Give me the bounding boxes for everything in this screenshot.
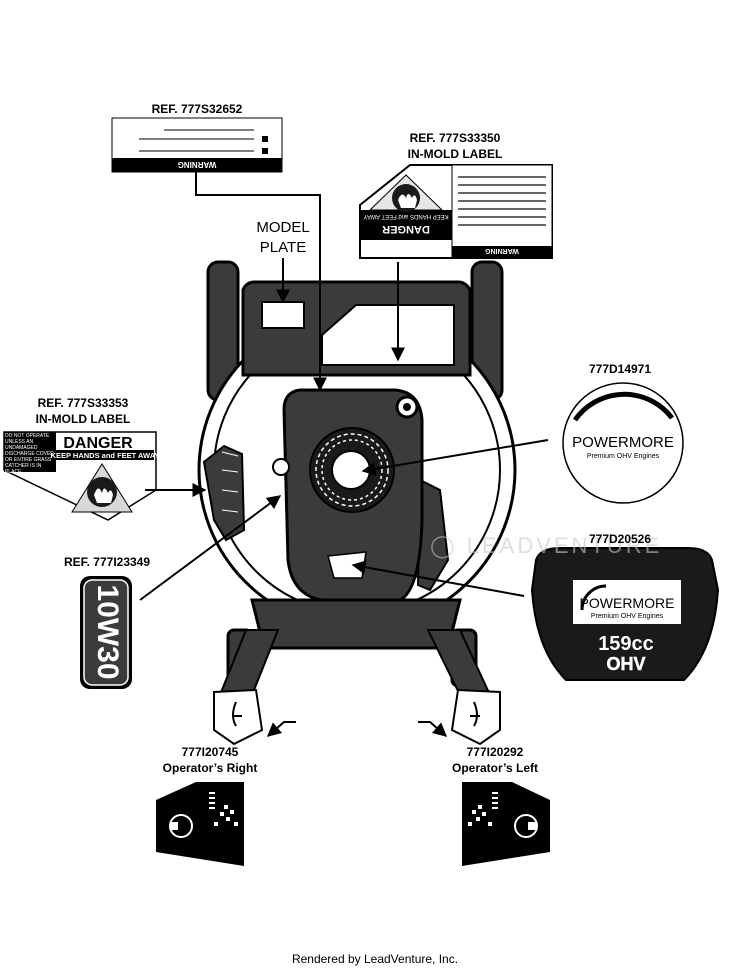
brand-name-shield: POWERMORE	[580, 595, 675, 611]
engine-type: OHV	[606, 654, 645, 674]
warning-decal-777s32652: WARNING	[111, 117, 283, 173]
watermark: ◯ LEADVENTURE	[430, 533, 662, 559]
height-decal-operator-right	[156, 782, 244, 866]
brand-name-round: POWERMORE	[572, 434, 674, 451]
leader-operator-right	[266, 721, 296, 737]
danger-title-33353: DANGER	[63, 435, 133, 452]
leader-warning	[195, 172, 327, 392]
danger-decal-777s33353: DO NOT OPERATE UNLESS AN UNDAMAGED DISCH…	[3, 431, 160, 521]
height-decal-operator-left	[462, 782, 550, 866]
leader-shield-decal	[351, 560, 525, 597]
callout-operator-left: Operator’s Left	[451, 761, 538, 775]
callout-ref-777s33353: REF. 777S33353	[37, 396, 129, 410]
callout-777d20526: 777D20526	[588, 532, 652, 546]
in-mold-label-window	[321, 304, 455, 366]
recoil-starter	[309, 427, 395, 513]
callout-in-mold-33353: IN-MOLD LABEL	[35, 412, 131, 426]
callout-in-mold-33350: IN-MOLD LABEL	[407, 147, 503, 161]
danger-side-text: DO NOT OPERATE UNLESS AN UNDAMAGED DISCH…	[5, 433, 54, 473]
engine-displacement: 159cc	[598, 633, 654, 655]
mower-illustration	[197, 260, 517, 746]
callout-model-plate-1: MODEL	[256, 219, 310, 236]
callout-ref-777i23349: REF. 777I23349	[63, 555, 151, 569]
callout-operator-right: Operator’s Right	[162, 761, 258, 775]
leader-lines	[139, 172, 549, 737]
warning-title-33350: WARNING	[485, 247, 519, 254]
callout-777i20745: 777I20745	[181, 745, 239, 759]
model-plate	[261, 301, 305, 329]
danger-subtitle-33353: KEEP HANDS and FEET AWAY	[51, 451, 160, 460]
primer-bulb	[272, 458, 290, 476]
oil-decal-777i23349: 10W30	[80, 576, 132, 689]
callout-ref-777s32652: REF. 777S32652	[151, 102, 243, 116]
callout-777i20292: 777I20292	[466, 745, 524, 759]
powermore-decal-777d14971: POWERMORE Premium OHV Engines	[562, 382, 684, 504]
oil-grade-text: 10W30	[91, 584, 124, 679]
leader-operator-left	[418, 721, 448, 737]
callout-777d14971: 777D14971	[588, 362, 652, 376]
footer-credit: Rendered by LeadVenture, Inc.	[291, 952, 459, 966]
callout-model-plate-2: PLATE	[259, 239, 307, 256]
leader-oil	[139, 495, 282, 601]
powermore-decal-777d20526: POWERMORE Premium OHV Engines 159cc OHV	[530, 547, 720, 681]
brand-tagline-round: Premium OHV Engines	[587, 453, 660, 460]
danger-title-33350: DANGER	[382, 223, 430, 235]
warning-title: WARNING	[178, 160, 217, 169]
danger-subtitle-33350: KEEP HANDS and FEET AWAY	[363, 213, 448, 219]
side-discharge-cover	[202, 444, 246, 542]
front-bumper	[250, 598, 462, 650]
brand-tagline-shield: Premium OHV Engines	[591, 613, 664, 620]
engine-decal-spot	[327, 551, 367, 579]
leader-round-decal	[361, 439, 549, 476]
danger-decal-777s33350: DANGER KEEP HANDS and FEET AWAY WARNING	[359, 164, 553, 259]
handle-arm-right	[426, 629, 492, 696]
callout-ref-777s33350: REF. 777S33350	[409, 131, 501, 145]
